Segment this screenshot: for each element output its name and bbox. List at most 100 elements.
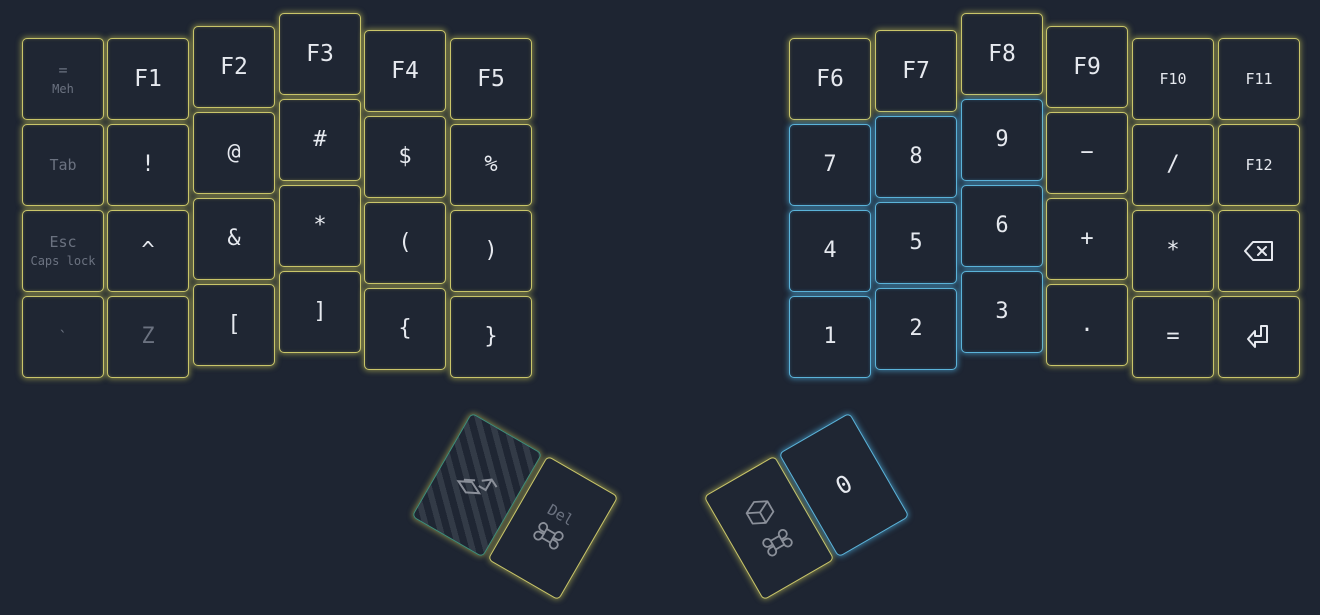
- key-label: }: [484, 324, 498, 349]
- key-label: `: [58, 327, 68, 346]
- key-label: F6: [816, 65, 844, 92]
- key-label: F11: [1245, 69, 1273, 88]
- key-f9[interactable]: F9: [1046, 26, 1128, 108]
- key-label: 8: [909, 144, 923, 169]
- key-label: 3: [995, 299, 1009, 324]
- key-label: %: [484, 152, 498, 177]
- key-grave[interactable]: `: [22, 296, 104, 378]
- key-1[interactable]: 1: [789, 296, 871, 378]
- key-label: /: [1166, 152, 1180, 177]
- thumb-left-outer[interactable]: [411, 412, 543, 558]
- key-label: F12: [1245, 155, 1273, 174]
- key-rbracket[interactable]: ]: [279, 271, 361, 353]
- key-label: *: [1166, 238, 1180, 263]
- key-label: &: [227, 226, 241, 251]
- key-label: F7: [902, 57, 930, 84]
- key-exclaim[interactable]: !: [107, 124, 189, 206]
- key-8[interactable]: 8: [875, 116, 957, 198]
- key-label: 4: [823, 238, 837, 263]
- key-z[interactable]: Z: [107, 296, 189, 378]
- key-label: #: [313, 127, 327, 152]
- key-backspace[interactable]: [1218, 210, 1300, 292]
- key-label: F2: [220, 53, 248, 80]
- key-asterisk[interactable]: *: [279, 185, 361, 267]
- key-label: Esc: [49, 232, 77, 251]
- key-lparen[interactable]: (: [364, 202, 446, 284]
- key-label: [: [227, 312, 241, 337]
- key-label: =: [58, 60, 68, 79]
- thumb-right-inner[interactable]: [703, 455, 835, 601]
- key-f5[interactable]: F5: [450, 38, 532, 120]
- key-label: 6: [995, 213, 1009, 238]
- key-ampersand[interactable]: &: [193, 198, 275, 280]
- key-label: 1: [823, 324, 837, 349]
- key-percent[interactable]: %: [450, 124, 532, 206]
- key-9[interactable]: 9: [961, 99, 1043, 181]
- key-label: $: [398, 144, 412, 169]
- command-icon: [533, 522, 564, 550]
- key-label: F3: [306, 40, 334, 67]
- key-f12[interactable]: F12: [1218, 124, 1300, 206]
- key-f2[interactable]: F2: [193, 26, 275, 108]
- key-hash[interactable]: #: [279, 99, 361, 181]
- key-lbracket[interactable]: [: [193, 284, 275, 366]
- key-label: 5: [909, 230, 923, 255]
- key-label: *: [313, 213, 327, 238]
- key-asterisk-right[interactable]: *: [1132, 210, 1214, 292]
- enter-icon: [1247, 325, 1268, 348]
- key-5[interactable]: 5: [875, 202, 957, 284]
- key-slash[interactable]: /: [1132, 124, 1214, 206]
- key-f6[interactable]: F6: [789, 38, 871, 120]
- key-label: Tab: [49, 155, 77, 174]
- key-caret[interactable]: ^: [107, 210, 189, 292]
- key-rbrace[interactable]: }: [450, 296, 532, 378]
- key-7[interactable]: 7: [789, 124, 871, 206]
- key-sublabel: Caps lock: [30, 253, 96, 268]
- key-label: Z: [141, 324, 155, 349]
- key-lbrace[interactable]: {: [364, 288, 446, 370]
- key-enter[interactable]: [1218, 296, 1300, 378]
- key-label: F4: [391, 57, 419, 84]
- key-3[interactable]: 3: [961, 271, 1043, 353]
- key-equals[interactable]: =: [1132, 296, 1214, 378]
- key-label: .: [1080, 312, 1094, 337]
- key-label: ]: [313, 299, 327, 324]
- key-2[interactable]: 2: [875, 288, 957, 370]
- key-label: F8: [988, 40, 1016, 67]
- key-tab[interactable]: Tab: [22, 124, 104, 206]
- key-dollar[interactable]: $: [364, 116, 446, 198]
- key-f7[interactable]: F7: [875, 30, 957, 112]
- thumb-left-inner[interactable]: Del: [487, 455, 619, 601]
- key-label: F9: [1073, 53, 1101, 80]
- key-f4[interactable]: F4: [364, 30, 446, 112]
- key-label: =: [1166, 324, 1180, 349]
- key-label: 7: [823, 152, 837, 177]
- key-f10[interactable]: F10: [1132, 38, 1214, 120]
- key-plus[interactable]: +: [1046, 198, 1128, 280]
- key-f1[interactable]: F1: [107, 38, 189, 120]
- key-f3[interactable]: F3: [279, 13, 361, 95]
- key-minus[interactable]: −: [1046, 112, 1128, 194]
- key-label: F5: [477, 65, 505, 92]
- command-icon: [762, 529, 793, 557]
- key-at[interactable]: @: [193, 112, 275, 194]
- key-label: ): [484, 238, 498, 263]
- backspace-icon: [1244, 241, 1273, 261]
- key-dot[interactable]: .: [1046, 284, 1128, 366]
- key-meh[interactable]: = Meh: [22, 38, 104, 120]
- key-4[interactable]: 4: [789, 210, 871, 292]
- key-label: !: [141, 152, 155, 177]
- key-f11[interactable]: F11: [1218, 38, 1300, 120]
- key-label: F10: [1159, 69, 1187, 88]
- key-f8[interactable]: F8: [961, 13, 1043, 95]
- key-zero-label: 0: [830, 469, 858, 501]
- key-6[interactable]: 6: [961, 185, 1043, 267]
- key-label: ^: [141, 238, 155, 263]
- key-sublabel: Meh: [52, 81, 74, 96]
- key-label: (: [398, 230, 412, 255]
- key-rparen[interactable]: ): [450, 210, 532, 292]
- layer-swap-icon: [456, 478, 498, 495]
- key-esc[interactable]: Esc Caps lock: [22, 210, 104, 292]
- key-label: −: [1080, 140, 1094, 165]
- key-label: 9: [995, 127, 1009, 152]
